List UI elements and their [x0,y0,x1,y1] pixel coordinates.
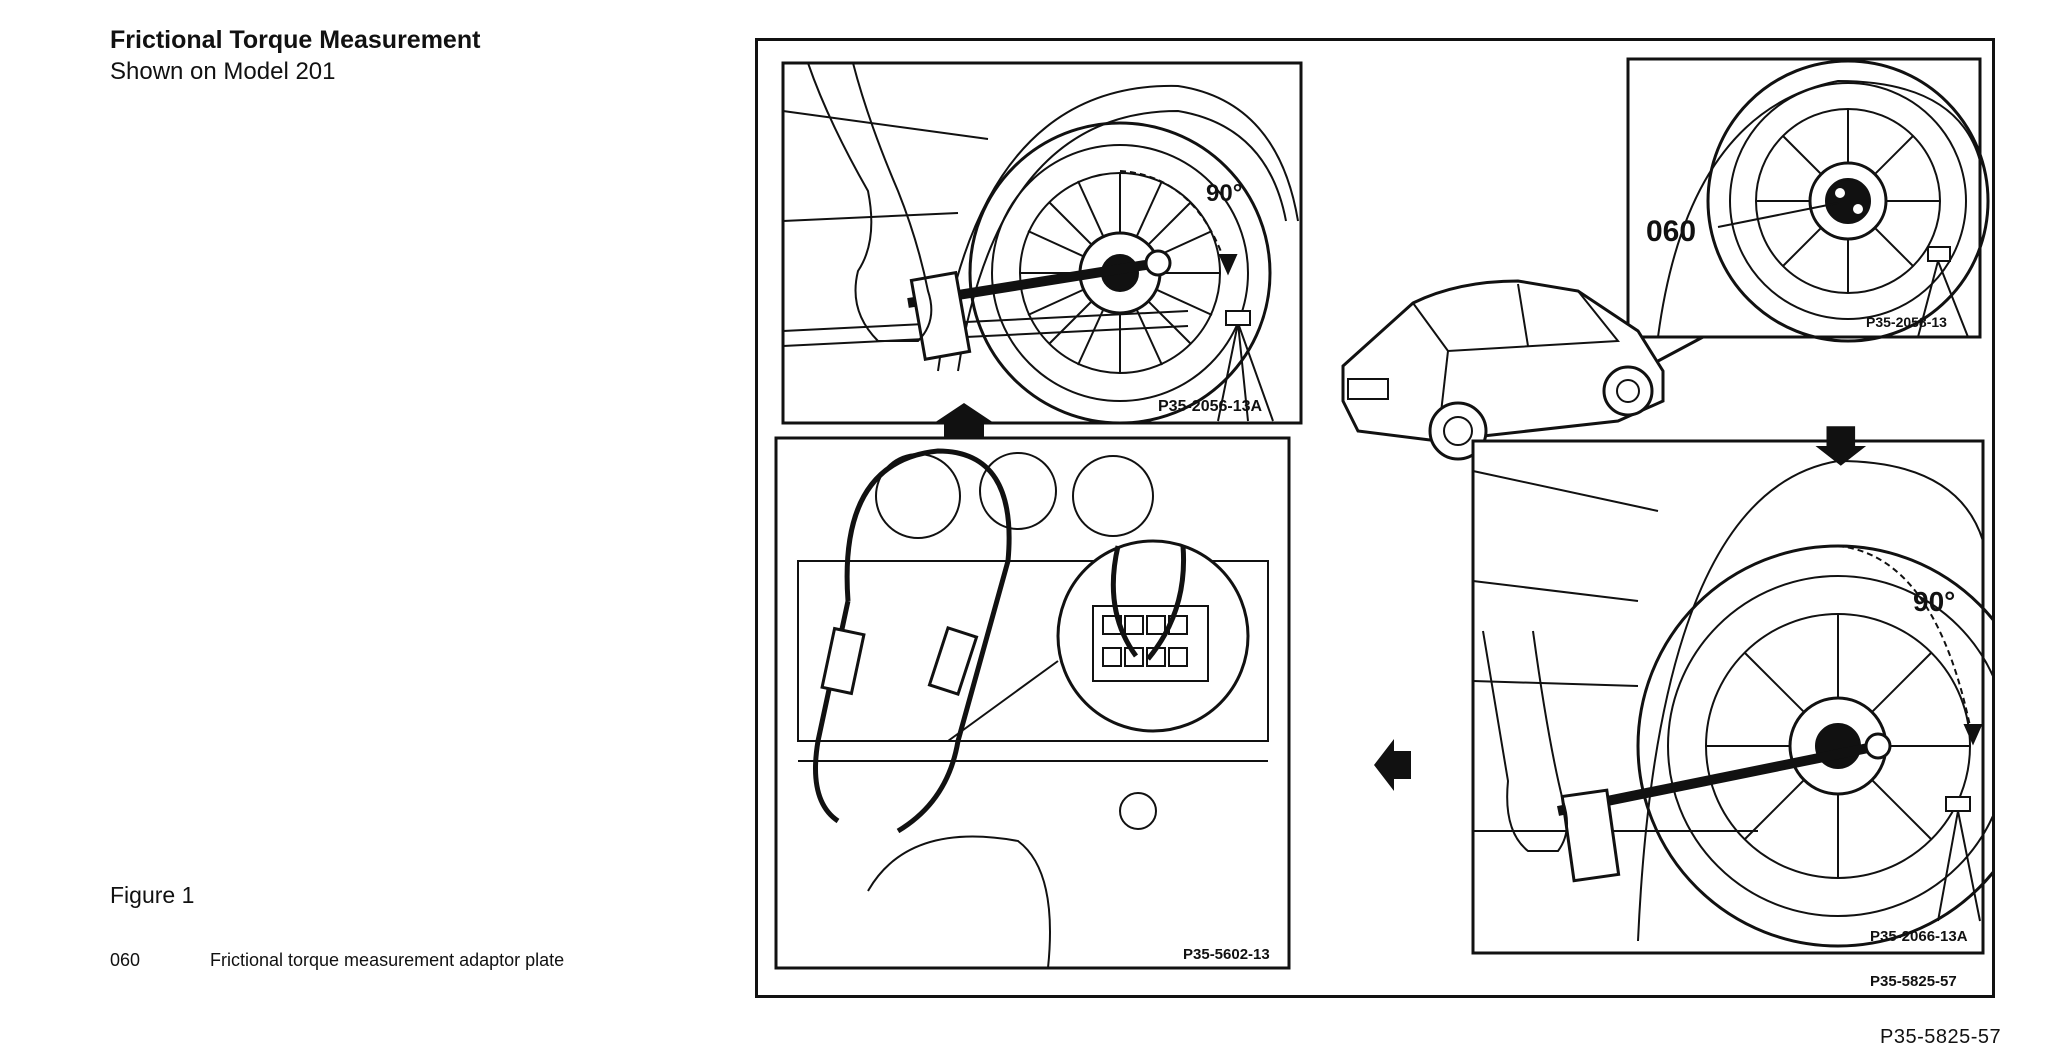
top-right-ref: P35-2058-13 [1866,314,1947,330]
figure-frame: 90° P35-2056-13A [755,38,1995,998]
panel-top-left [781,61,1303,425]
legend-text: Frictional torque measurement adaptor pl… [210,950,565,970]
bottom-left-ref: P35-5602-13 [1183,946,1270,963]
figure-ref: P35-5825-57 [1870,973,1957,990]
car-illustration [1341,279,1665,461]
bottom-right-angle: 90° [1913,586,1955,617]
page-reference: P35-5825-57 [1880,1026,2002,1048]
figure-label: Figure 1 [110,882,195,908]
legend-code: 060 [110,950,141,970]
top-left-ref: P35-2056-13A [1158,398,1263,415]
panel-top-right [1626,57,1990,343]
page-title: Frictional Torque Measurement [110,26,481,54]
figure-illustration: 90° P35-2056-13A [774,57,1992,990]
page-subtitle: Shown on Model 201 [110,58,336,85]
legend-item: 060 Frictional torque measurement adapto… [110,950,564,971]
arrow-left-icon [1374,739,1411,791]
top-right-callout: 060 [1646,215,1696,248]
panel-bottom-right [1471,439,1992,955]
arrow-up-icon [934,403,994,439]
arrow-down-icon [1815,426,1867,466]
panel-bottom-left [774,436,1291,970]
bottom-right-ref: P35-2066-13A [1870,928,1968,945]
top-left-angle: 90° [1206,180,1242,207]
